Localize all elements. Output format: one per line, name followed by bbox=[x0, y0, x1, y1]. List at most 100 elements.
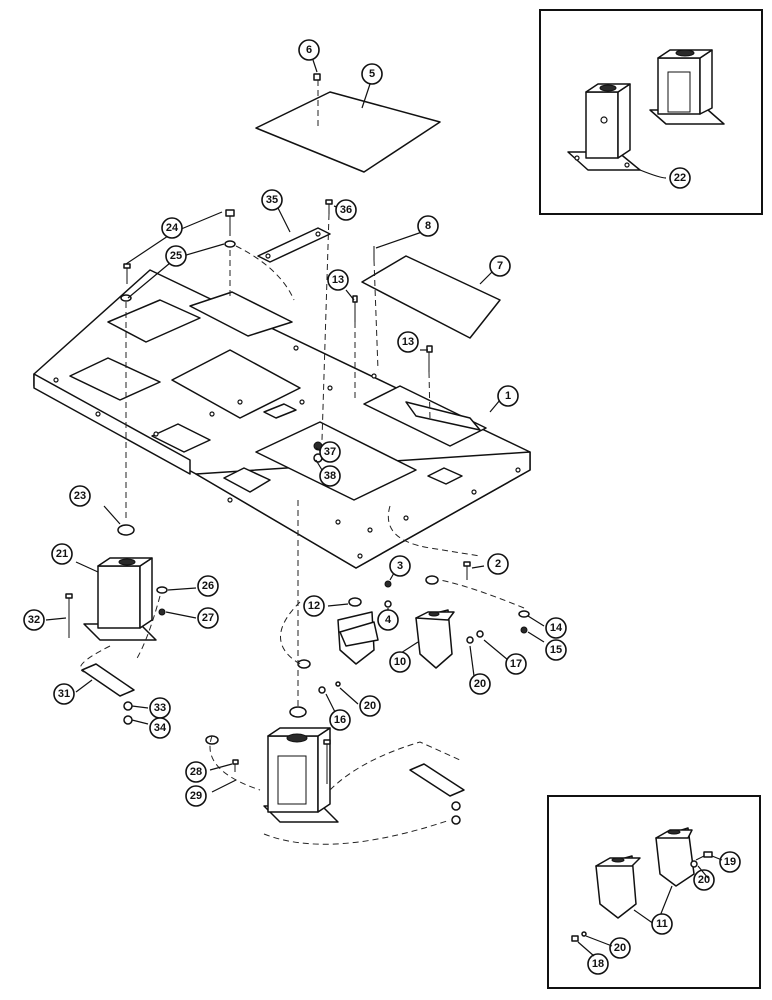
svg-text:21: 21 bbox=[56, 548, 68, 560]
svg-text:3: 3 bbox=[397, 560, 403, 572]
callout-6: 6 bbox=[298, 39, 320, 61]
svg-text:23: 23 bbox=[74, 490, 86, 502]
callout-37: 37 bbox=[319, 441, 341, 463]
callout-14: 14 bbox=[545, 617, 567, 639]
callout-4: 4 bbox=[377, 609, 399, 631]
svg-text:29: 29 bbox=[190, 790, 202, 802]
svg-text:2: 2 bbox=[495, 558, 501, 570]
inset-frame bbox=[539, 9, 763, 215]
bolt-6 bbox=[313, 73, 321, 81]
svg-text:25: 25 bbox=[170, 250, 182, 262]
callout-17: 17 bbox=[505, 653, 527, 675]
svg-text:20: 20 bbox=[698, 874, 710, 886]
bolts-24 bbox=[123, 209, 235, 284]
svg-text:20: 20 bbox=[364, 700, 376, 712]
callout-33: 33 bbox=[149, 697, 171, 719]
cover-plate-7 bbox=[361, 255, 501, 339]
svg-text:34: 34 bbox=[154, 722, 167, 734]
svg-text:6: 6 bbox=[306, 44, 312, 56]
callout-13-lower: 13 bbox=[397, 331, 419, 353]
long-bolt-32 bbox=[65, 593, 73, 638]
svg-text:32: 32 bbox=[28, 614, 40, 626]
svg-text:24: 24 bbox=[166, 222, 179, 234]
svg-text:17: 17 bbox=[510, 658, 522, 670]
svg-text:7: 7 bbox=[497, 260, 503, 272]
inset-mount-right bbox=[649, 49, 725, 125]
svg-text:22: 22 bbox=[674, 172, 686, 184]
callout-35: 35 bbox=[261, 189, 283, 211]
callout-20-right: 20 bbox=[469, 673, 491, 695]
svg-text:12: 12 bbox=[308, 600, 320, 612]
bolt-2 bbox=[463, 561, 471, 580]
svg-text:5: 5 bbox=[369, 68, 375, 80]
svg-text:8: 8 bbox=[425, 220, 431, 232]
assembly-lines bbox=[79, 80, 525, 845]
svg-text:33: 33 bbox=[154, 702, 166, 714]
svg-text:36: 36 bbox=[340, 204, 352, 216]
callout-36: 36 bbox=[335, 199, 357, 221]
callout-8: 8 bbox=[417, 215, 439, 237]
front-hardware bbox=[205, 735, 465, 825]
svg-text:37: 37 bbox=[324, 446, 336, 458]
frame-holes bbox=[53, 345, 521, 559]
callout-13-upper: 13 bbox=[327, 269, 349, 291]
plate-31 bbox=[81, 663, 135, 697]
svg-text:16: 16 bbox=[334, 714, 346, 726]
callout-22: 22 bbox=[669, 167, 691, 189]
svg-text:28: 28 bbox=[190, 766, 202, 778]
front-mount bbox=[263, 706, 339, 823]
callout-32: 32 bbox=[23, 609, 45, 631]
svg-text:20: 20 bbox=[614, 942, 626, 954]
callout-31: 31 bbox=[53, 683, 75, 705]
callout-1: 1 bbox=[497, 385, 519, 407]
svg-text:35: 35 bbox=[266, 194, 278, 206]
callout-38: 38 bbox=[319, 465, 341, 487]
inset-bottom-right bbox=[547, 795, 761, 989]
svg-text:31: 31 bbox=[58, 688, 70, 700]
inset-mount-left bbox=[567, 83, 641, 171]
callout-25: 25 bbox=[165, 245, 187, 267]
callout-24: 24 bbox=[161, 217, 183, 239]
svg-text:10: 10 bbox=[394, 656, 406, 668]
svg-text:18: 18 bbox=[592, 958, 604, 970]
svg-text:4: 4 bbox=[385, 614, 392, 626]
callout-7: 7 bbox=[489, 255, 511, 277]
mount-21 bbox=[83, 524, 168, 641]
inset-top-right: 22 bbox=[539, 9, 763, 215]
inset-mount-back bbox=[655, 827, 695, 887]
svg-text:1: 1 bbox=[505, 390, 511, 402]
callout-inset-18: 18 bbox=[587, 953, 609, 975]
callout-inset-20-left: 20 bbox=[609, 937, 631, 959]
callout-3: 3 bbox=[389, 555, 411, 577]
callout-2: 2 bbox=[487, 553, 509, 575]
callout-23: 23 bbox=[69, 485, 91, 507]
callout-26: 26 bbox=[197, 575, 219, 597]
mount-10-right bbox=[415, 575, 455, 669]
inset-mount-front bbox=[595, 855, 641, 919]
callout-16: 16 bbox=[329, 709, 351, 731]
svg-text:26: 26 bbox=[202, 580, 214, 592]
callout-inset-19: 19 bbox=[719, 851, 741, 873]
svg-text:19: 19 bbox=[724, 856, 736, 868]
callout-12: 12 bbox=[303, 595, 325, 617]
svg-text:27: 27 bbox=[202, 612, 214, 624]
svg-text:11: 11 bbox=[656, 918, 668, 930]
washers-3-4 bbox=[384, 580, 392, 608]
callout-5: 5 bbox=[361, 63, 383, 85]
callout-15: 15 bbox=[545, 639, 567, 661]
washers-25 bbox=[120, 240, 236, 302]
callout-10: 10 bbox=[389, 651, 411, 673]
svg-text:14: 14 bbox=[550, 622, 563, 634]
bolt-36 bbox=[325, 199, 333, 214]
callout-21: 21 bbox=[51, 543, 73, 565]
svg-text:20: 20 bbox=[474, 678, 486, 690]
mount-10-left bbox=[337, 597, 379, 665]
callout-27: 27 bbox=[197, 607, 219, 629]
inset-frame-bottom bbox=[547, 795, 761, 989]
callout-29: 29 bbox=[185, 785, 207, 807]
callout-28: 28 bbox=[185, 761, 207, 783]
bolts-13 bbox=[352, 295, 433, 372]
callout-34: 34 bbox=[149, 717, 171, 739]
callout-inset-11: 11 bbox=[651, 913, 673, 935]
